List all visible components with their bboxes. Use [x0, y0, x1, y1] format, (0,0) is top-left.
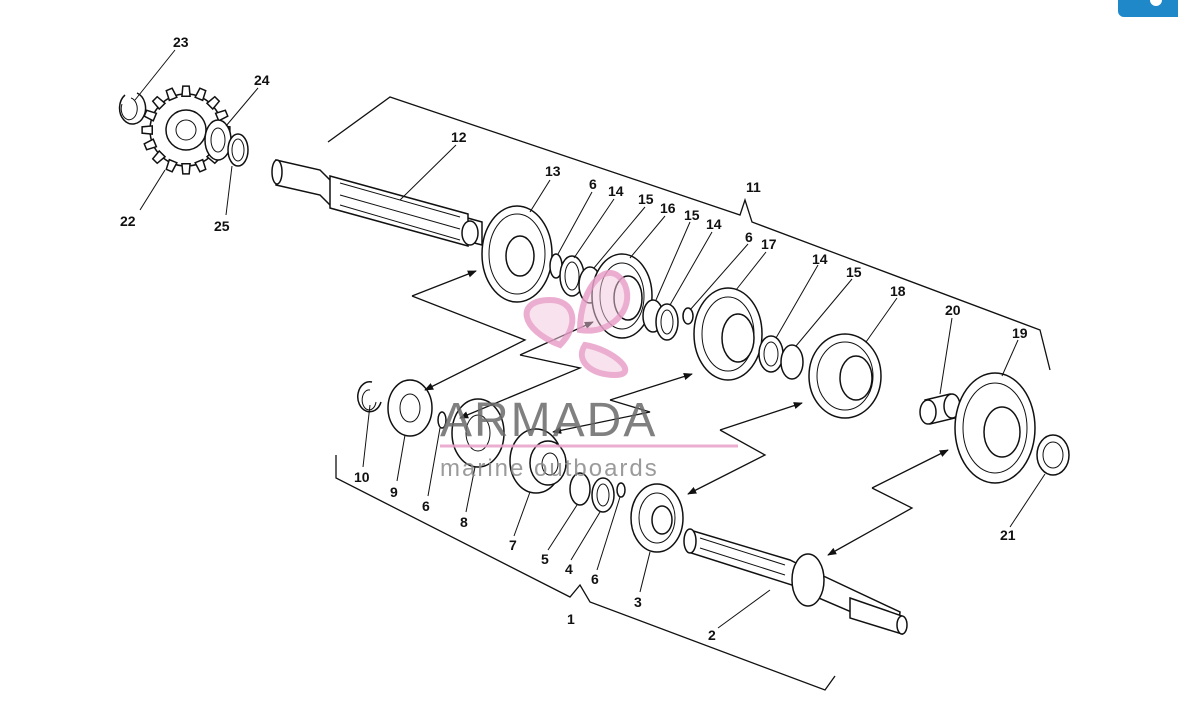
gear-3: [630, 483, 684, 553]
label-3: 3: [634, 594, 642, 610]
label-19: 19: [1012, 325, 1028, 341]
sprocket-tooth: [181, 163, 191, 175]
label-2: 2: [708, 627, 716, 643]
sprocket-tooth: [141, 125, 153, 135]
sprocket-tooth: [214, 109, 229, 122]
label-15-right: 15: [846, 264, 862, 280]
washer-6-lower-left: [437, 411, 447, 429]
label-10: 10: [354, 469, 370, 485]
label-17: 17: [761, 236, 777, 252]
ring-4: [591, 477, 615, 513]
label-11: 11: [746, 179, 761, 195]
label-20: 20: [945, 302, 961, 318]
label-9: 9: [390, 484, 398, 500]
watermark-brand: ARMADA: [440, 394, 657, 447]
countershaft-12: [271, 159, 483, 247]
armada-watermark: ARMADA marine outboards: [440, 269, 738, 482]
label-23: 23: [173, 34, 189, 50]
propeller-logo: [523, 269, 631, 379]
gear-19: [954, 372, 1036, 484]
ring-14-mid: [655, 303, 679, 341]
label-6-top: 6: [589, 176, 597, 192]
sprocket-tooth: [165, 87, 178, 102]
gear-13: [481, 205, 553, 303]
ring-14-right: [758, 335, 784, 373]
label-1: 1: [567, 611, 575, 627]
driveshaft-2: [683, 528, 908, 636]
label-24: 24: [254, 72, 270, 88]
label-6-lower-left: 6: [422, 498, 430, 514]
label-6-lower-right: 6: [591, 571, 599, 587]
label-7: 7: [509, 537, 517, 553]
bearing-20: [919, 393, 961, 425]
label-13: 13: [545, 163, 561, 179]
ring-25: [227, 133, 249, 167]
engagement-arrows: [411, 270, 949, 556]
label-14-top: 14: [608, 183, 624, 199]
sprocket-tooth: [151, 95, 167, 111]
watermark-tagline: marine outboards: [440, 455, 659, 482]
spacer-24: [204, 119, 232, 161]
gear-18: [808, 333, 882, 419]
sprocket-tooth: [165, 158, 178, 173]
corner-button-icon: [1150, 0, 1162, 6]
sprocket-tooth: [205, 95, 221, 111]
sprocket-tooth: [143, 109, 158, 122]
label-25: 25: [214, 218, 230, 234]
circlip-23: [118, 92, 147, 125]
sprocket-tooth: [194, 87, 207, 102]
circlip-10: [357, 380, 382, 413]
label-21: 21: [1000, 527, 1016, 543]
label-18: 18: [890, 283, 906, 299]
gear-9: [387, 379, 433, 437]
label-15-mid: 15: [684, 207, 700, 223]
sprocket-tooth: [194, 158, 207, 173]
corner-button[interactable]: [1118, 0, 1178, 17]
bracket-driveshaft-1: [335, 455, 836, 691]
sprocket-tooth: [181, 85, 191, 97]
label-5: 5: [541, 551, 549, 567]
gear-17: [693, 287, 763, 381]
label-8: 8: [460, 514, 468, 530]
label-22: 22: [120, 213, 136, 229]
sprocket-tooth: [151, 149, 167, 165]
washer-6-lower-right: [616, 482, 626, 498]
ring-15-right: [780, 344, 804, 380]
label-4: 4: [565, 561, 573, 577]
label-6-mid: 6: [745, 229, 753, 245]
ring-5: [569, 472, 591, 506]
leader-lines: [134, 49, 1046, 629]
label-14-mid: 14: [706, 216, 722, 232]
washer-21: [1036, 434, 1070, 476]
sprocket-tooth: [143, 138, 158, 151]
label-14-right: 14: [812, 251, 828, 267]
label-16: 16: [660, 200, 676, 216]
bracket-countershaft-11: [327, 96, 1051, 371]
label-12: 12: [451, 129, 467, 145]
label-15-top: 15: [638, 191, 654, 207]
part-labels: 23 24 22 25 12 13 6 14 15 16 15 14 11 6 …: [120, 34, 1028, 643]
washer-6-mid: [682, 307, 694, 325]
